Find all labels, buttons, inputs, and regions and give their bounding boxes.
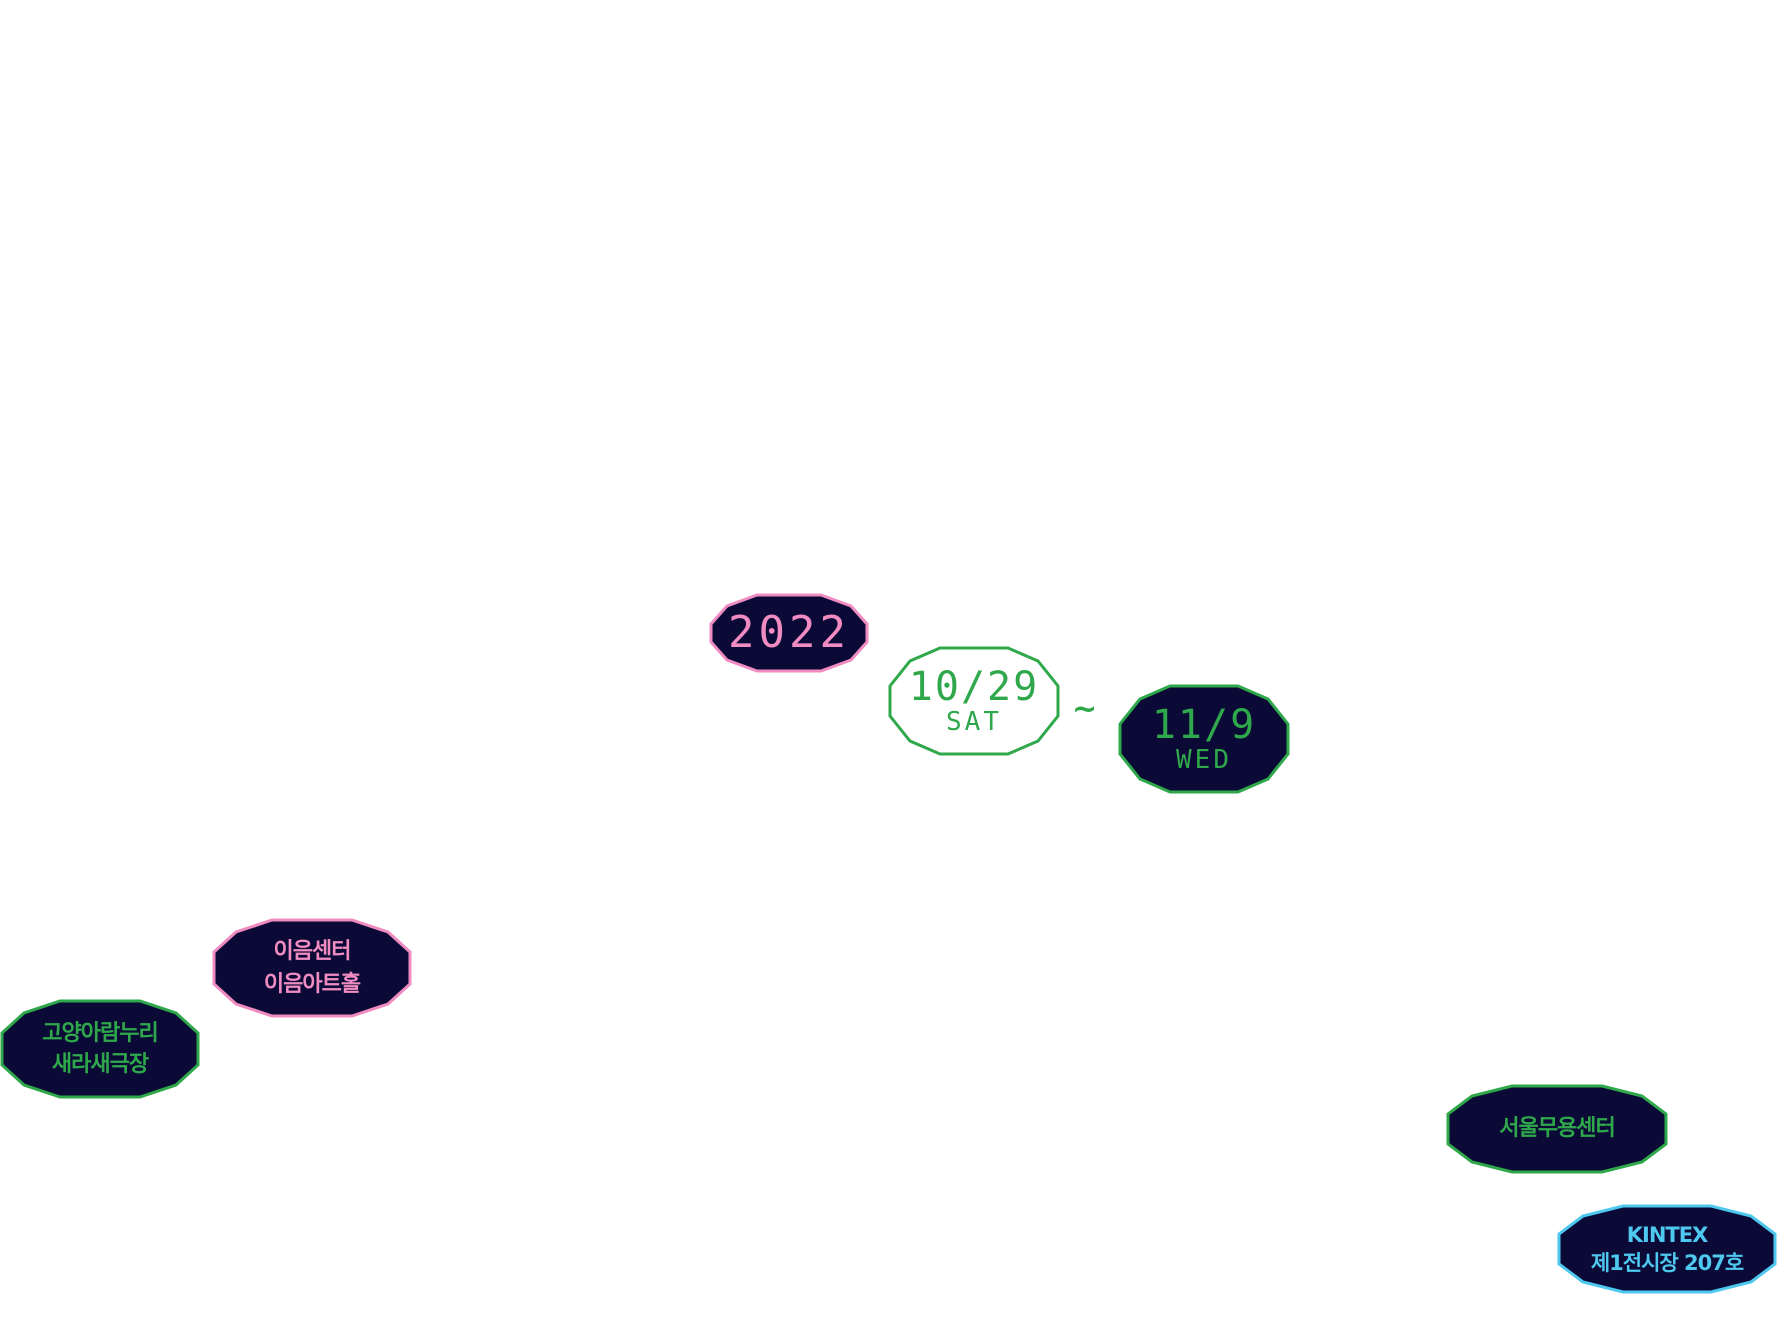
date-range-separator: ~ <box>1072 692 1098 727</box>
venue-kintex-badge[interactable]: KINTEX 제1전시장 207호 <box>1557 1204 1777 1294</box>
venue-goyang-line2: 새라새극장 <box>51 1052 149 1077</box>
venue-goyang-line1: 고양아람누리 <box>42 1020 158 1046</box>
octagon-shape <box>1446 1084 1668 1174</box>
end-day-text: WED <box>1176 745 1232 775</box>
octagon-shape <box>212 918 412 1018</box>
end-date-badge: 11/9 WED <box>1118 684 1290 794</box>
start-date-badge: 10/29 SAT <box>888 646 1060 756</box>
venue-goyang-badge[interactable]: 고양아람누리 새라새극장 <box>0 999 200 1099</box>
year-badge: 2022 <box>709 593 869 673</box>
start-date-text: 10/29 <box>908 664 1040 710</box>
venue-ieum-line2: 이음아트홀 <box>263 972 361 997</box>
octagon-shape <box>1118 684 1290 794</box>
venue-kintex-line1: KINTEX <box>1626 1222 1709 1247</box>
venue-ieum-line1: 이음센터 <box>273 938 352 964</box>
octagon-shape <box>1557 1204 1777 1294</box>
venue-seoul-badge[interactable]: 서울무용센터 <box>1446 1084 1668 1174</box>
year-text: 2022 <box>728 607 850 658</box>
venue-ieum-badge[interactable]: 이음센터 이음아트홀 <box>212 918 412 1018</box>
end-date-text: 11/9 <box>1151 702 1257 748</box>
octagon-shape <box>709 593 869 673</box>
venue-seoul-line1: 서울무용센터 <box>1499 1116 1615 1142</box>
start-day-text: SAT <box>946 707 1002 737</box>
octagon-shape <box>888 646 1060 756</box>
venue-kintex-line2: 제1전시장 207호 <box>1590 1251 1744 1275</box>
octagon-shape <box>0 999 200 1099</box>
